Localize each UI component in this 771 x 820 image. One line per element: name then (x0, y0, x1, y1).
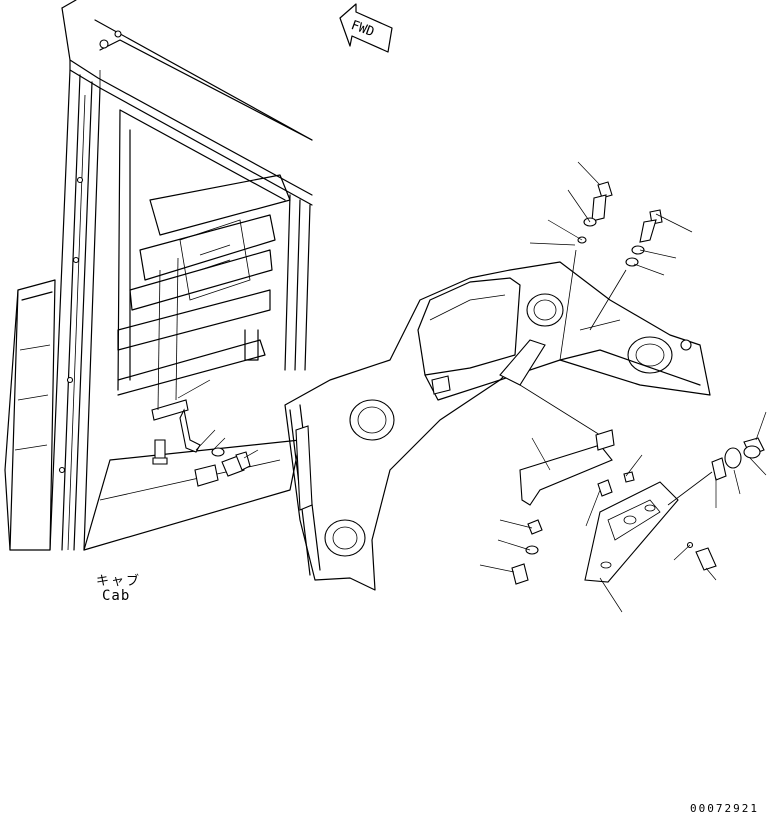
cab-small-parts (151, 257, 259, 487)
dashboard-panel (284, 261, 711, 591)
cab-frame (4, 0, 313, 551)
cab-label-jp: キャブ (96, 574, 142, 589)
dashboard-hardware (479, 161, 767, 613)
cab-label-en: Cab (102, 588, 131, 604)
fwd-arrow-icon (339, 3, 393, 53)
document-number: 00072921 (690, 802, 759, 815)
